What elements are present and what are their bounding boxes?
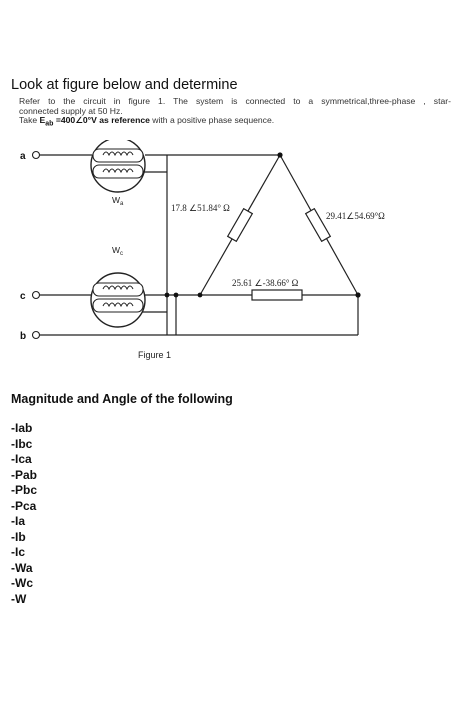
terminal-a: [31, 150, 41, 160]
question-list: -Iab -Ibc -Ica -Pab -Pbc -Pca -Ia -Ib -I…: [11, 421, 37, 607]
terminal-c: [31, 290, 41, 300]
page-heading: Look at figure below and determine: [11, 77, 238, 93]
impedance-left-resistor: [226, 207, 254, 243]
junction-c2: [173, 292, 179, 298]
phase-sequence-text: with a positive phase sequence.: [152, 115, 275, 126]
meter-wa-label: Wa: [112, 195, 124, 207]
list-item: -Ibc: [11, 436, 33, 451]
list-item: -Wc: [11, 576, 33, 590]
circuit-figure: a c b Wa Wc 17.8 ∠51.84° Ω 29.41∠54.69°Ω…: [0, 140, 474, 370]
take-text: Take: [19, 115, 38, 126]
list-item: -W: [11, 591, 27, 606]
figure-caption: Figure 1: [138, 350, 172, 360]
statement-line-2: connected supply at 50 Hz.: [19, 105, 123, 116]
node-a-label: a: [20, 151, 26, 162]
node-c-label: c: [20, 291, 26, 302]
list-item: -Wa: [11, 560, 33, 575]
impedance-left-label: 17.8 ∠51.84° Ω: [171, 203, 230, 213]
node-b-label: b: [20, 331, 26, 342]
impedance-right-label: 29.41∠54.69°Ω: [326, 211, 385, 221]
list-item: -Ica: [11, 452, 32, 466]
reference-voltage: Eab =400∠0°V: [39, 115, 97, 128]
list-item: -Ic: [11, 545, 26, 559]
meter-wc-label: Wc: [112, 245, 123, 257]
junction-top: [277, 152, 283, 158]
list-item: -Ia: [11, 514, 26, 528]
statement-line-1: Refer to the circuit in figure 1. The sy…: [19, 96, 451, 106]
wattmeter-c: [90, 272, 146, 328]
wattmeter-a: [90, 140, 146, 193]
junction-c1: [164, 292, 170, 298]
circuit-diagram: a c b Wa Wc 17.8 ∠51.84° Ω 29.41∠54.69°Ω…: [20, 140, 385, 342]
impedance-bottom-resistor: [251, 289, 303, 301]
list-item: -Iab: [11, 421, 33, 435]
statement-line-3: Take Eab =400∠0°V as reference with a po…: [19, 115, 451, 129]
terminal-b: [31, 330, 41, 340]
impedance-right-resistor: [304, 207, 332, 243]
as-reference-text: as reference: [99, 115, 150, 126]
list-item: -Pca: [11, 498, 37, 513]
list-item: -Ib: [11, 529, 26, 544]
list-item: -Pbc: [11, 483, 38, 497]
section-heading: Magnitude and Angle of the following: [11, 392, 233, 406]
junction-c3: [197, 292, 203, 298]
junction-right: [355, 292, 361, 298]
impedance-bottom-label: 25.61 ∠-38.66° Ω: [232, 278, 299, 288]
problem-statement: Refer to the circuit in figure 1. The sy…: [19, 96, 451, 130]
list-item: -Pab: [11, 467, 38, 482]
